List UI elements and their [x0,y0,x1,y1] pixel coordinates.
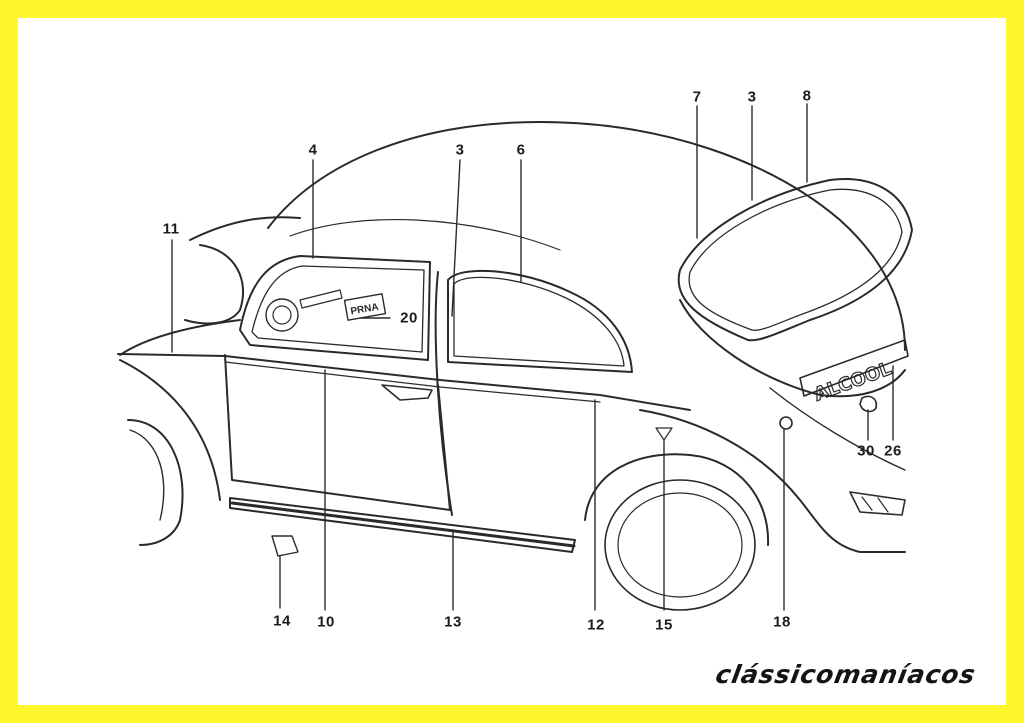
callout-18: 18 [773,613,791,631]
front-wheel-arch [127,419,184,546]
brand-watermark: clássicomaníacos [713,660,979,689]
callout-26: 26 [884,442,902,460]
rear-window-inner [688,188,903,331]
leader-lines [171,103,894,611]
door-rear-edge [434,271,453,516]
rear-wheel-arch [584,453,770,546]
rear-emblem-text: ALCOOL [811,358,894,405]
diagram-frame [18,18,1006,705]
callout-7: 7 [692,88,702,106]
front-fender-line [119,359,221,501]
running-board [229,497,576,553]
roof-outline [267,121,906,351]
clip-part-14 [271,535,299,557]
callout-14: 14 [273,612,291,630]
rear-wheel [604,479,756,611]
callout-3-door: 3 [455,141,465,159]
rear-quarter-window-inner [453,276,625,367]
roof-inner-line [289,218,561,251]
callout-30: 30 [857,442,875,460]
callout-15: 15 [655,616,673,634]
belt-line [117,353,691,411]
window-sticker-text: PRNA [350,302,380,318]
badge-part-15 [655,427,673,441]
front-fender-top [189,216,301,241]
steering-wheel [265,298,299,332]
belt-line-lower [224,361,601,403]
fuel-filler-part [779,416,793,430]
badge-part-30 [859,395,878,413]
engine-lid [679,299,906,398]
front-side-window [239,255,431,361]
callout-4: 4 [308,141,318,159]
callout-10: 10 [317,613,335,631]
callout-13: 13 [444,613,462,631]
callout-12: 12 [587,616,605,634]
engine-lid-lower [769,387,906,471]
front-side-window-inner [251,265,425,353]
callout-6: 6 [516,141,526,159]
rear-emblem-plate [799,339,909,397]
callout-11: 11 [162,220,180,238]
door-outline [224,354,451,511]
headlight-area [184,244,245,325]
front-wheel [129,429,165,521]
rear-fender [639,409,906,553]
door-handle [381,384,433,401]
callout-20: 20 [400,309,418,327]
callout-8: 8 [802,87,812,105]
window-sticker [343,293,387,321]
rear-bumper [849,491,906,516]
callout-3-rear: 3 [747,88,757,106]
rear-quarter-window [447,269,633,373]
rear-window-outer [677,178,913,342]
front-hood [119,319,241,356]
